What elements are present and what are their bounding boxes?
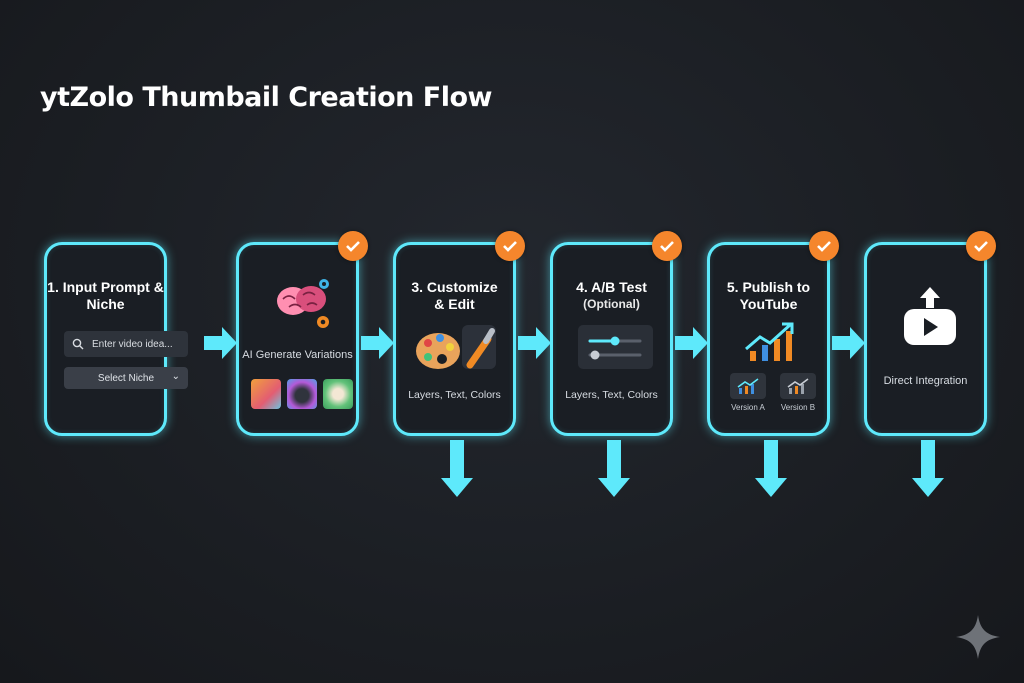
arrow-down-icon xyxy=(441,440,473,497)
step-title: 1. Input Prompt & Niche xyxy=(47,279,164,312)
search-input[interactable]: Enter video idea... xyxy=(64,331,188,357)
search-icon xyxy=(72,338,84,350)
niche-select-label: Select Niche xyxy=(97,372,155,384)
arrow-down-icon xyxy=(755,440,787,497)
version-b[interactable]: Version B xyxy=(780,373,816,412)
step-caption: Direct Integration xyxy=(883,375,968,387)
check-icon xyxy=(652,231,682,261)
arrow-right-icon xyxy=(518,327,551,359)
arrow-down-icon xyxy=(912,440,944,497)
chart-icon xyxy=(730,373,766,399)
arrow-right-icon xyxy=(361,327,394,359)
step-card-ab-test[interactable]: 4. A/B Test (Optional) Layers, Text, Col… xyxy=(550,242,673,436)
growth-chart-icon xyxy=(745,322,794,361)
arrow-right-icon xyxy=(204,327,237,359)
search-placeholder: Enter video idea... xyxy=(92,338,173,350)
check-icon xyxy=(338,231,368,261)
step-card-customize[interactable]: 3. Customize & Edit Layers, Text, Colors xyxy=(393,242,516,436)
step-subtitle: (Optional) xyxy=(583,297,640,311)
version-label: Version A xyxy=(731,403,765,412)
youtube-upload-icon xyxy=(904,287,956,345)
step-caption: Layers, Text, Colors xyxy=(565,389,658,401)
chart-icon xyxy=(780,373,816,399)
step-caption: AI Generate Variations xyxy=(242,349,353,361)
arrow-right-icon xyxy=(832,327,865,359)
sliders-icon xyxy=(578,325,653,369)
arrow-right-icon xyxy=(675,327,708,359)
version-list: Version A Version B xyxy=(730,373,816,412)
version-a[interactable]: Version A xyxy=(730,373,766,412)
variation-thumbnails xyxy=(251,379,353,409)
thumbnail-variation[interactable] xyxy=(323,379,353,409)
sparkle-icon xyxy=(956,615,1000,659)
arrow-down-icon xyxy=(598,440,630,497)
page-title: ytZolo Thumbail Creation Flow xyxy=(40,82,492,113)
step-card-input-prompt[interactable]: 1. Input Prompt & Niche Enter video idea… xyxy=(44,242,188,436)
palette-brush-icon xyxy=(416,325,496,369)
step-card-publish[interactable]: 5. Publish to YouTube Version A Version … xyxy=(707,242,830,436)
brain-gears-icon xyxy=(277,279,329,328)
check-icon xyxy=(495,231,525,261)
chevron-down-icon: ⌄ xyxy=(171,371,180,382)
thumbnail-variation[interactable] xyxy=(251,379,281,409)
thumbnail-variation[interactable] xyxy=(287,379,317,409)
step-card-ai-generate[interactable]: AI Generate Variations xyxy=(236,242,359,436)
step-caption: Layers, Text, Colors xyxy=(408,389,501,401)
niche-select[interactable]: Select Niche ⌄ xyxy=(64,367,188,389)
check-icon xyxy=(809,231,839,261)
check-icon xyxy=(966,231,996,261)
step-title: 3. Customize & Edit xyxy=(411,279,498,312)
version-label: Version B xyxy=(780,403,816,412)
step-title: 4. A/B Test xyxy=(576,279,647,295)
step-title: 5. Publish to YouTube xyxy=(726,279,811,312)
step-card-direct-integration[interactable]: Direct Integration xyxy=(864,242,987,436)
